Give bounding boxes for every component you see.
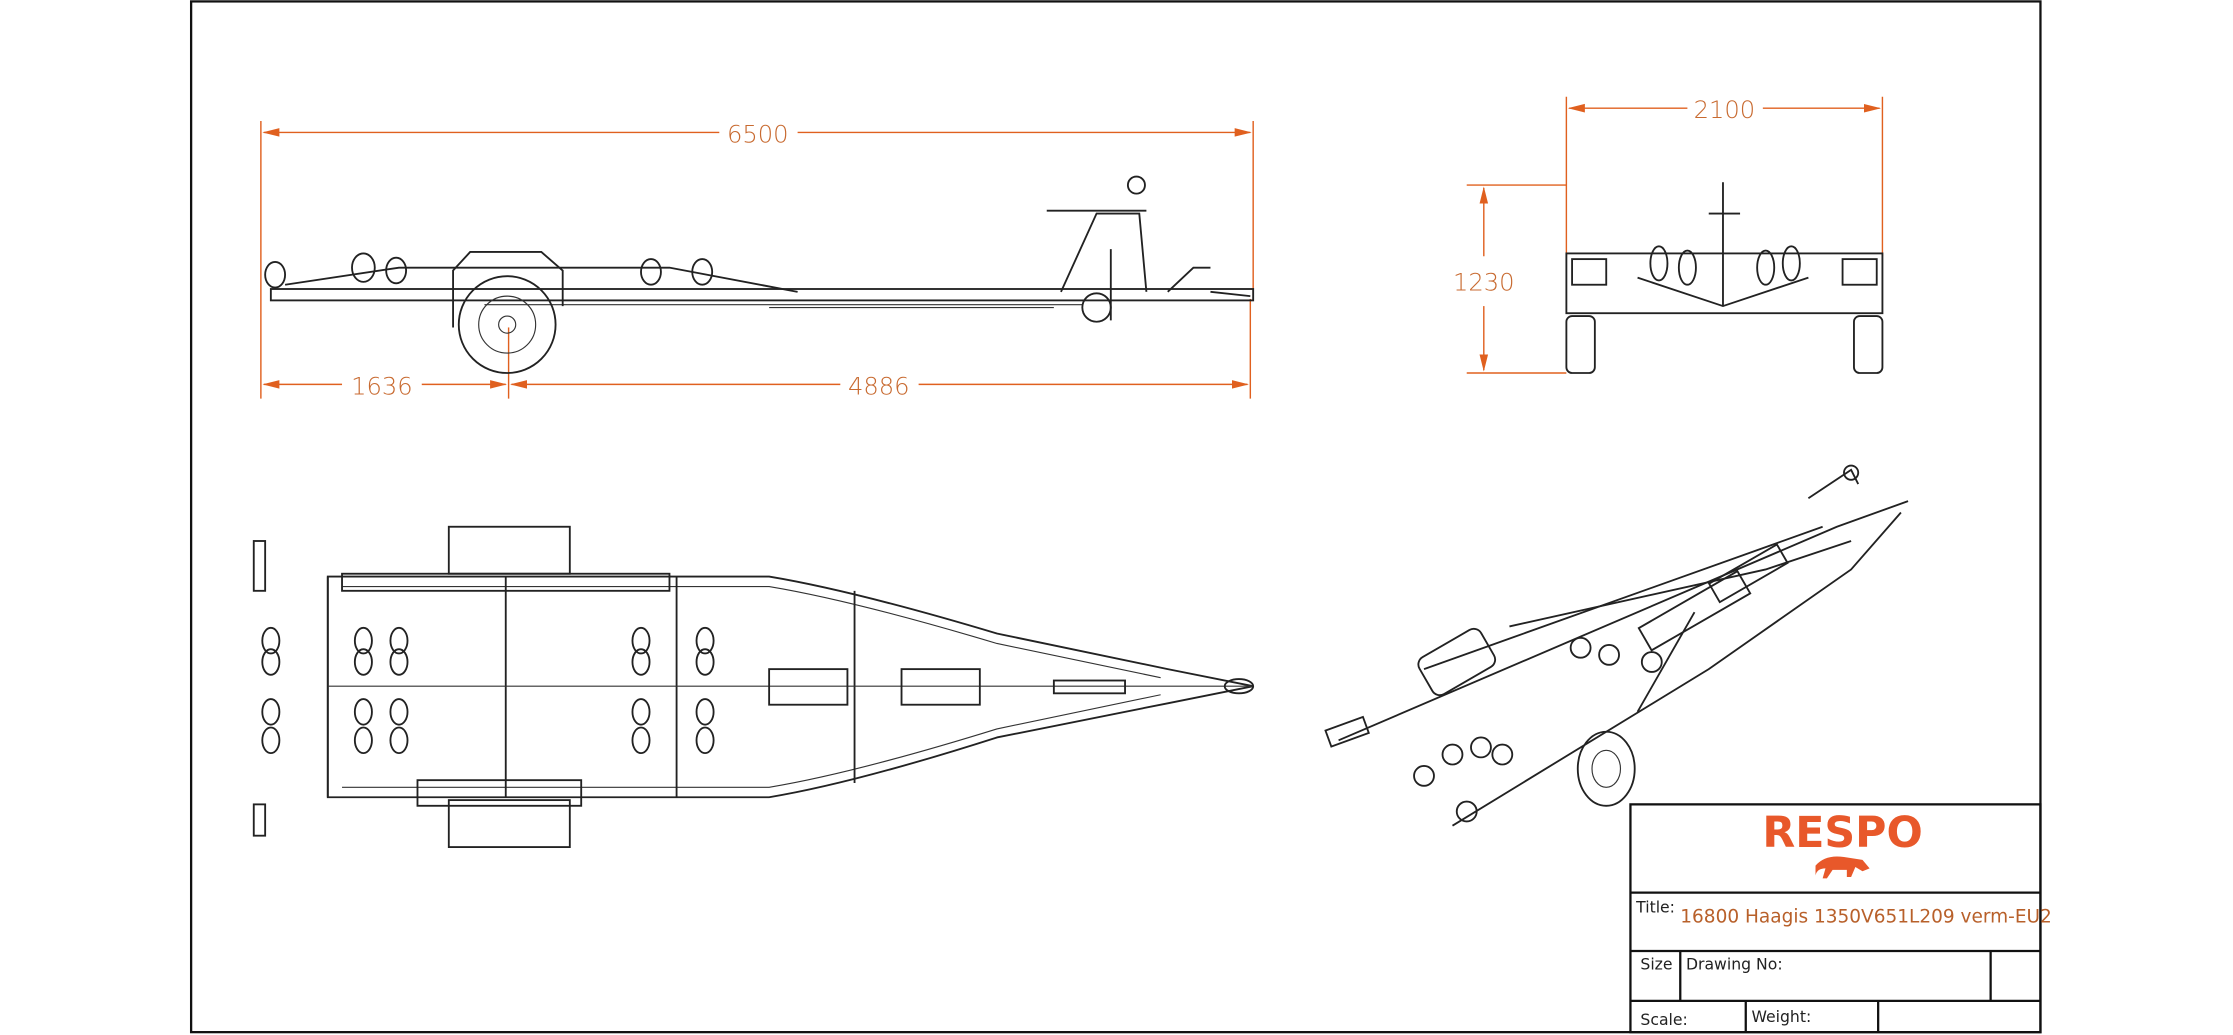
title-block: RESPO Title: 16800 Haagis 1350V651L209 v…	[1629, 803, 2052, 1034]
top-view	[252, 525, 1255, 849]
bull-logo-icon	[1815, 856, 1870, 879]
dimension-overall-length: 6500	[727, 120, 789, 148]
front-view: 2100 1230	[1453, 96, 1884, 374]
dimension-rear-to-axle: 1636	[351, 372, 413, 400]
isometric-view	[1324, 464, 1909, 827]
dimension-axle-to-coupling: 4886	[848, 372, 910, 400]
dimension-overall-height: 1230	[1453, 268, 1515, 296]
drawing-no-label: Drawing No:	[1686, 955, 1783, 974]
side-view: 6500 1636 4886	[260, 120, 1255, 400]
drawing-border	[189, 0, 2042, 1034]
dimension-overall-width: 2100	[1694, 96, 1756, 124]
company-logo: RESPO	[1762, 808, 1922, 858]
scale-label: Scale:	[1640, 1010, 1687, 1029]
weight-label: Weight:	[1751, 1007, 1811, 1026]
size-label: Size	[1640, 955, 1672, 974]
title-value: 16800 Haagis 1350V651L209 verm-EU2	[1680, 907, 2052, 928]
title-label: Title:	[1635, 898, 1675, 917]
